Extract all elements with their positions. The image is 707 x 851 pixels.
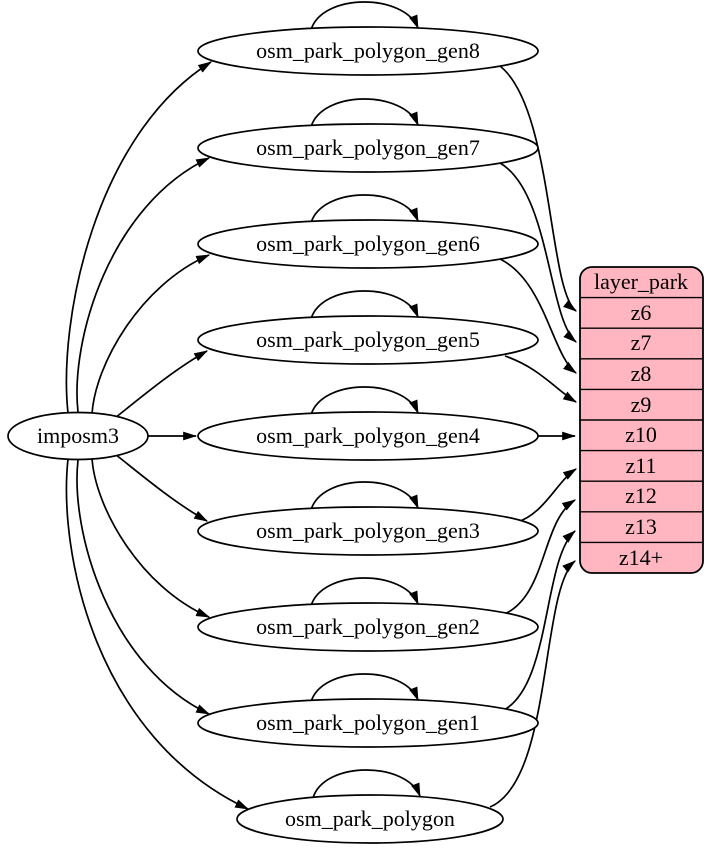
edge-osm_park_polygon_gen7-to-layer_park-z7 xyxy=(499,162,577,343)
edge-osm_park_polygon_gen6-self xyxy=(310,194,419,224)
edge-imposm3-to-osm_park_polygon_gen7 xyxy=(76,157,211,413)
edge-osm_park_polygon_gen5-to-layer_park-z9 xyxy=(504,355,578,403)
edge-imposm3-to-osm_park_polygon_gen8 xyxy=(65,61,212,414)
table-label: osm_park_polygon_gen1 xyxy=(256,710,480,735)
table-ellipse xyxy=(197,602,539,652)
node-osm-park-polygon-gen5: osm_park_polygon_gen5 xyxy=(197,315,539,365)
table-label: osm_park_polygon_gen8 xyxy=(256,38,480,63)
layer-park-row-z12: z12 xyxy=(625,483,657,508)
edge-imposm3-to-osm_park_polygon_gen1 xyxy=(76,459,211,715)
table-label: osm_park_polygon_gen7 xyxy=(256,135,480,160)
table-ellipse xyxy=(197,698,539,748)
layer-park-row-z8: z8 xyxy=(631,361,652,386)
node-osm-park-polygon-gen4: osm_park_polygon_gen4 xyxy=(197,411,539,461)
edge-imposm3-to-osm_park_polygon_gen5 xyxy=(114,350,209,419)
edge-osm_park_polygon_gen1-to-layer_park-z13 xyxy=(499,530,576,713)
edge-osm_park_polygon_gen8-self xyxy=(310,1,419,31)
table-ellipse xyxy=(236,794,504,844)
node-osm-park-polygon-gen1: osm_park_polygon_gen1 xyxy=(197,698,539,748)
layer-park-separators xyxy=(580,296,703,544)
layer-park-row-z11: z11 xyxy=(626,453,657,478)
table-ellipse xyxy=(197,411,539,461)
edge-osm_park_polygon_gen2-to-layer_park-z12 xyxy=(499,499,576,617)
table-ellipse xyxy=(197,506,539,556)
edge-imposm3-to-osm_park_polygon_gen3 xyxy=(114,453,209,522)
edge-osm_park_polygon-self xyxy=(312,769,421,799)
imposm3-ellipse xyxy=(7,411,149,461)
layer-park-header: layer_park xyxy=(594,269,688,294)
edge-osm_park_polygon_gen4-self xyxy=(310,386,419,416)
edge-osm_park_polygon_gen8-to-layer_park-z6 xyxy=(499,65,577,312)
layer-park-row-z6: z6 xyxy=(631,300,652,325)
edge-osm_park_polygon_gen6-to-layer_park-z8 xyxy=(499,258,577,374)
table-label: osm_park_polygon_gen4 xyxy=(256,423,480,448)
edge-osm_park_polygon-to-layer_park-z14+ xyxy=(489,560,576,808)
layer-park-row-z13: z13 xyxy=(625,514,657,539)
node-osm-park-polygon-gen2: osm_park_polygon_gen2 xyxy=(197,602,539,652)
edge-imposm3-to-osm_park_polygon xyxy=(65,458,250,810)
edge-osm_park_polygon_gen7-self xyxy=(310,98,419,128)
node-osm-park-polygon: osm_park_polygon xyxy=(236,794,504,844)
table-label: osm_park_polygon_gen6 xyxy=(256,231,480,256)
table-label: osm_park_polygon_gen5 xyxy=(256,327,480,352)
node-osm-park-polygon-gen7: osm_park_polygon_gen7 xyxy=(197,123,539,173)
table-label: osm_park_polygon_gen3 xyxy=(256,518,480,543)
edges-layer xyxy=(65,1,578,810)
node-osm-park-polygon-gen8: osm_park_polygon_gen8 xyxy=(197,26,539,76)
edge-osm_park_polygon_gen3-self xyxy=(310,481,419,511)
layer-park-row-z14plus: z14+ xyxy=(619,545,663,570)
table-label: osm_park_polygon xyxy=(285,806,455,831)
table-ellipse xyxy=(197,315,539,365)
edge-osm_park_polygon_gen2-self xyxy=(310,577,419,607)
edge-osm_park_polygon_gen3-to-layer_park-z11 xyxy=(514,468,577,524)
edge-osm_park_polygon_gen1-self xyxy=(310,673,419,703)
edge-imposm3-to-osm_park_polygon_gen6 xyxy=(91,254,211,415)
node-osm-park-polygon-gen6: osm_park_polygon_gen6 xyxy=(197,219,539,269)
layer-park-row-z9: z9 xyxy=(631,392,652,417)
node-layer-park: layer_park z6 z7 z8 z9 z10 z11 z12 z13 z… xyxy=(579,266,704,574)
table-label: osm_park_polygon_gen2 xyxy=(256,614,480,639)
node-imposm3: imposm3 xyxy=(7,411,149,461)
layer-park-row-z10: z10 xyxy=(625,422,657,447)
edge-imposm3-to-osm_park_polygon_gen2 xyxy=(91,457,211,618)
table-ellipse xyxy=(197,123,539,173)
layer-park-row-z7: z7 xyxy=(631,330,652,355)
edge-osm_park_polygon_gen5-self xyxy=(310,290,419,320)
imposm3-label: imposm3 xyxy=(37,423,119,448)
table-ellipse xyxy=(197,26,539,76)
node-osm-park-polygon-gen3: osm_park_polygon_gen3 xyxy=(197,506,539,556)
table-ellipse xyxy=(197,219,539,269)
